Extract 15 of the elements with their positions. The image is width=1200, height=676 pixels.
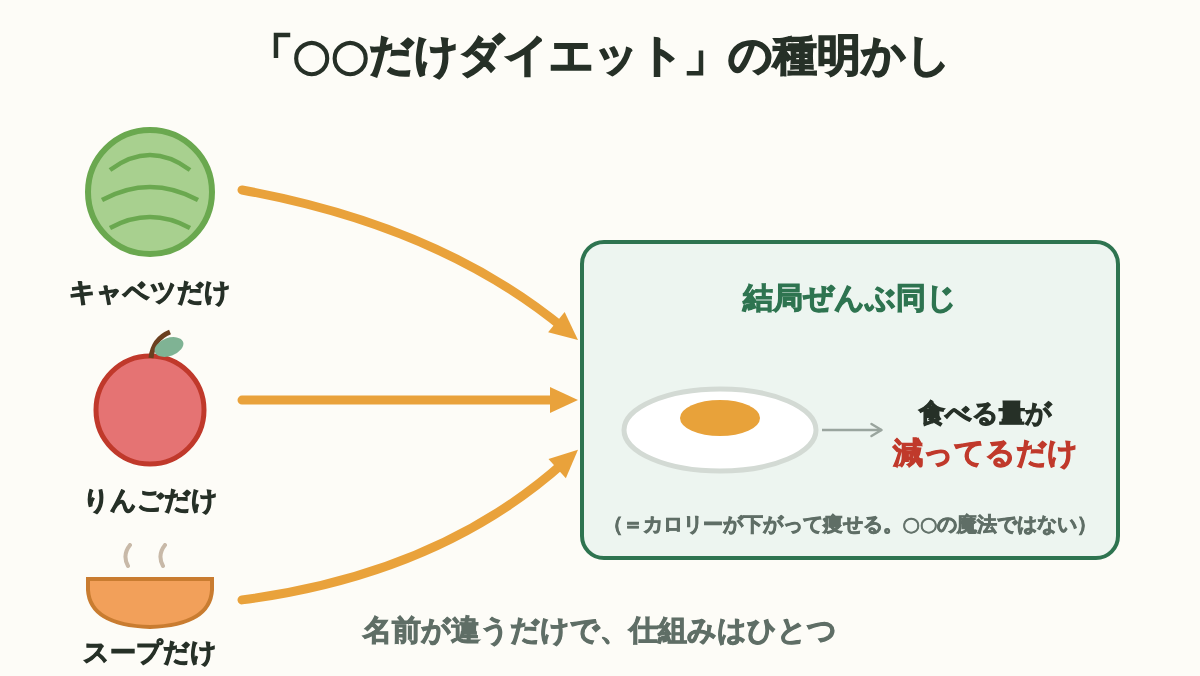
item-label: りんごだけ: [81, 484, 219, 517]
arrow: [822, 422, 883, 438]
item-label: キャベツだけ: [68, 276, 232, 309]
bottom-caption: 名前が違うだけで、仕組みはひとつ: [362, 612, 838, 648]
item-label: スープだけ: [82, 636, 218, 669]
title: 「○○だけダイエット」の種明かし: [247, 28, 953, 82]
note-text: （＝カロリーが下がって痩せる。○○の魔法ではない）: [601, 511, 1099, 538]
plate-icon: [620, 385, 820, 475]
arrow: [237, 450, 579, 605]
result-text: 食べる量が: [917, 397, 1053, 430]
summary-panel: [580, 240, 1120, 560]
panel-heading: 結局ぜんぶ同じ: [741, 279, 958, 317]
arrow: [237, 185, 579, 340]
arrow: [237, 387, 578, 413]
highlight-text: 減ってるだけ: [891, 434, 1079, 472]
